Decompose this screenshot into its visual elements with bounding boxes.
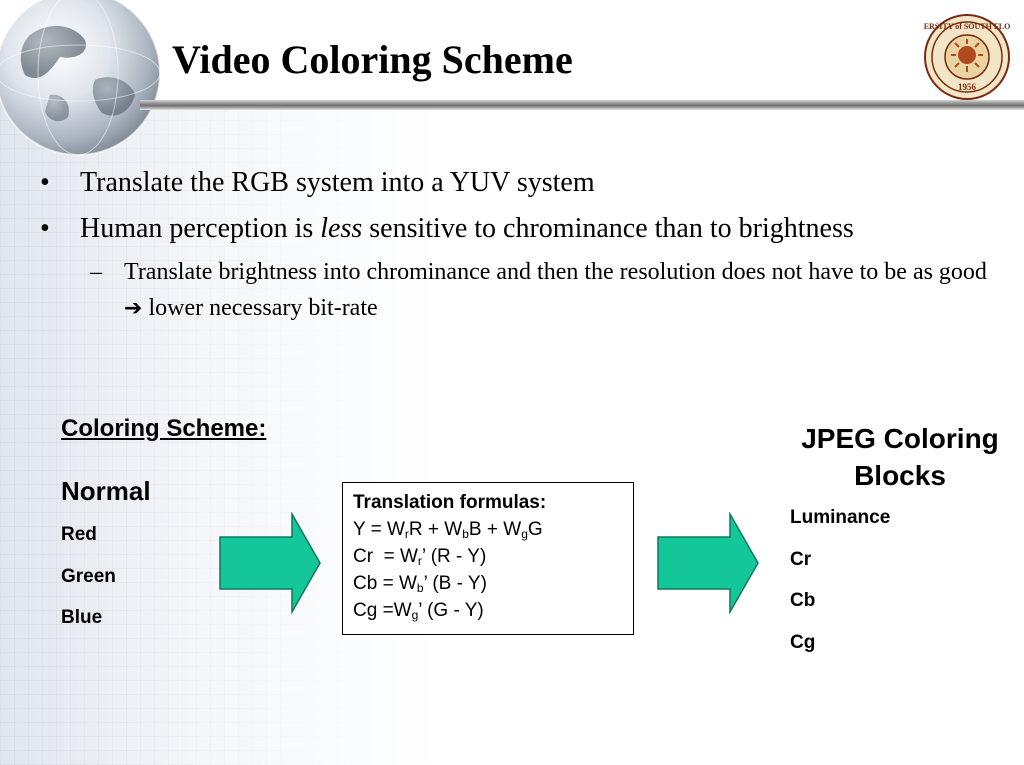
bullet-item: • Translate the RGB system into a YUV sy… [40, 162, 1000, 204]
bullet-item: • Human perception is less sensitive to … [40, 208, 1000, 250]
normal-heading: Normal [61, 476, 151, 506]
sub-bullet-item: – Translate brightness into chrominance … [40, 254, 1000, 327]
list-item: Green [61, 565, 116, 587]
list-item: Luminance [790, 507, 891, 528]
color-list: Red Green Blue [61, 524, 116, 649]
globe-icon [0, 0, 161, 156]
right-arrow-icon [219, 512, 321, 614]
bullet-dot: • [40, 167, 50, 198]
sub-bullet-text: lower necessary bit-rate [142, 295, 378, 321]
sub-bullet-text: Translate brightness into chrominance an… [124, 259, 987, 285]
bullet-emphasis: less [320, 213, 363, 244]
bullet-text: Translate the RGB system into a YUV syst… [80, 167, 595, 198]
sub-bullet-dash: – [90, 259, 102, 285]
bullet-text: sensitive to chrominance than to brightn… [362, 213, 854, 244]
formula-box: Translation formulas: Y = WrR + WbB + Wg… [342, 482, 634, 635]
right-arrow-icon [657, 512, 759, 614]
slide-title: Video Coloring Scheme [172, 37, 573, 82]
list-item: Blue [61, 607, 103, 628]
coloring-scheme-heading: Coloring Scheme: [61, 415, 267, 442]
list-item: Cb [790, 590, 816, 611]
bullet-dot: • [40, 213, 50, 244]
right-arrow-icon: ➔ [124, 296, 143, 321]
university-seal-icon: UNIVERSITY of SOUTH FLORIDA 1956 [924, 14, 1010, 100]
formula-cr: Cr = Wr’ (R - Y) [353, 546, 487, 568]
title-rule [140, 100, 1024, 110]
jpeg-blocks-heading: JPEG Coloring Blocks [801, 423, 999, 491]
jpeg-block-list: Luminance Cr Cb Cg [790, 507, 890, 673]
formula-cb: Cb = Wb’ (B - Y) [353, 573, 487, 595]
background-grid [0, 100, 360, 765]
seal-year: 1956 [958, 82, 977, 92]
formula-cg: Cg =Wg’ (G - Y) [353, 600, 484, 622]
formula-heading: Translation formulas: [353, 492, 547, 513]
list-item: Red [61, 524, 97, 545]
list-item: Cr [790, 548, 812, 570]
bullet-list: • Translate the RGB system into a YUV sy… [40, 162, 1000, 327]
bullet-text: Human perception is [80, 213, 321, 244]
background-texture [0, 100, 440, 765]
formula-y: Y = WrR + WbB + WgG [353, 519, 543, 541]
list-item: Cg [790, 631, 816, 653]
seal-ring-text: UNIVERSITY of SOUTH FLORIDA [924, 22, 1010, 31]
